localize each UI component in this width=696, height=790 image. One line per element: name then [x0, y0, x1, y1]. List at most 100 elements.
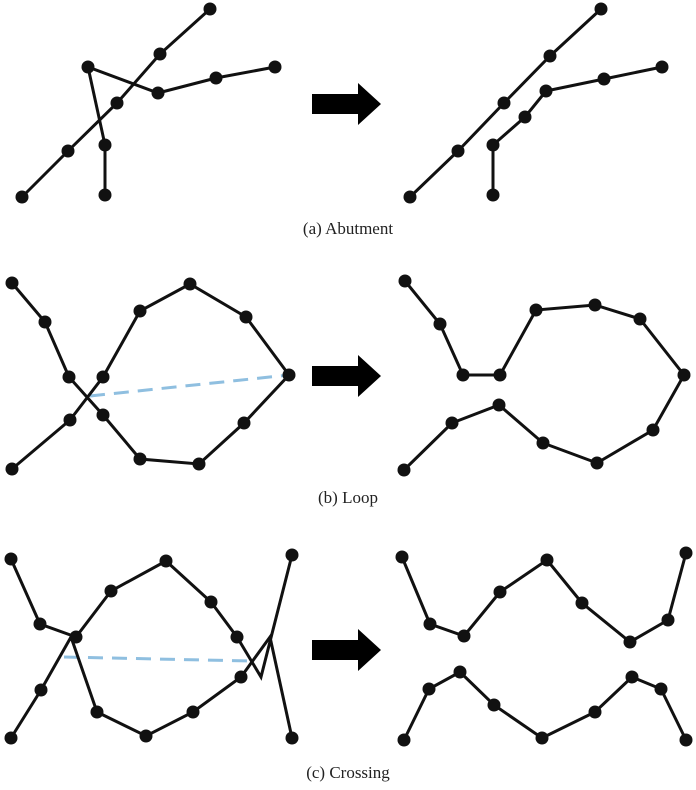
node	[4, 552, 18, 566]
node	[529, 303, 543, 317]
node	[398, 274, 412, 288]
panel-a-before-nodes	[15, 2, 282, 204]
node	[34, 683, 48, 697]
node	[230, 630, 244, 644]
panel-c	[4, 546, 693, 747]
node	[204, 595, 218, 609]
node	[497, 96, 511, 110]
panel-a	[15, 2, 669, 204]
node	[96, 370, 110, 384]
node	[285, 548, 299, 562]
node	[594, 2, 608, 16]
node	[661, 613, 675, 627]
edge-lower-path	[402, 670, 688, 741]
node	[677, 368, 691, 382]
panel-c-before-nodes	[4, 548, 299, 745]
node	[493, 585, 507, 599]
node	[69, 630, 83, 644]
edge-upper-path	[400, 552, 688, 644]
node	[96, 408, 110, 422]
node	[535, 731, 549, 745]
panel-c-after-graph	[400, 552, 688, 741]
caption-abutment: (a) Abutment	[302, 219, 394, 238]
arrow-right-icon	[312, 83, 381, 125]
panel-b-after-nodes	[397, 274, 691, 477]
node	[62, 370, 76, 384]
node	[403, 190, 417, 204]
node	[192, 457, 206, 471]
panel-a-after-nodes	[403, 2, 669, 204]
node	[4, 731, 18, 745]
node	[151, 86, 165, 100]
node	[203, 2, 217, 16]
node	[679, 733, 693, 747]
node	[209, 71, 223, 85]
node	[486, 138, 500, 152]
node	[139, 729, 153, 743]
node	[98, 188, 112, 202]
node	[33, 617, 47, 631]
node	[5, 462, 19, 476]
caption-crossing: (c) Crossing	[306, 763, 390, 782]
node	[38, 315, 52, 329]
panel-a-after-graph	[408, 7, 663, 199]
node	[61, 144, 75, 158]
node	[655, 60, 669, 74]
node	[493, 368, 507, 382]
node	[623, 635, 637, 649]
node	[104, 584, 118, 598]
node	[153, 47, 167, 61]
node	[433, 317, 447, 331]
node	[518, 110, 532, 124]
panel-b	[5, 274, 691, 477]
node	[633, 312, 647, 326]
node	[237, 416, 251, 430]
node	[487, 698, 501, 712]
node	[457, 629, 471, 643]
node	[492, 398, 506, 412]
panel-c-before-graph	[9, 554, 294, 739]
node	[422, 682, 436, 696]
node	[63, 413, 77, 427]
node	[5, 276, 19, 290]
node	[625, 670, 639, 684]
node	[282, 368, 296, 382]
edge-lower-path	[9, 633, 294, 739]
node	[110, 96, 124, 110]
node	[133, 452, 147, 466]
arrow-right-icon	[312, 629, 381, 671]
node	[588, 298, 602, 312]
node	[486, 188, 500, 202]
edge-separated-branch	[491, 65, 663, 195]
node	[15, 190, 29, 204]
node	[679, 546, 693, 560]
node	[268, 60, 282, 74]
edge-upper-path	[9, 554, 294, 681]
node	[186, 705, 200, 719]
dashed-link	[89, 373, 290, 398]
node	[590, 456, 604, 470]
node	[456, 368, 470, 382]
node	[423, 617, 437, 631]
node	[445, 416, 459, 430]
edge-looped-path	[10, 282, 291, 471]
node	[536, 436, 550, 450]
node	[575, 596, 589, 610]
node	[654, 682, 668, 696]
dashed-link	[63, 655, 251, 663]
node	[98, 138, 112, 152]
node	[646, 423, 660, 437]
panel-c-after-nodes	[395, 546, 693, 747]
panel-b-before-graph	[10, 282, 291, 471]
node	[395, 550, 409, 564]
node	[239, 310, 253, 324]
node	[597, 72, 611, 86]
caption-loop: (b) Loop	[318, 488, 378, 507]
node	[183, 277, 197, 291]
node	[453, 665, 467, 679]
node	[159, 554, 173, 568]
panel-b-before-nodes	[5, 276, 296, 476]
node	[539, 84, 553, 98]
node	[81, 60, 95, 74]
